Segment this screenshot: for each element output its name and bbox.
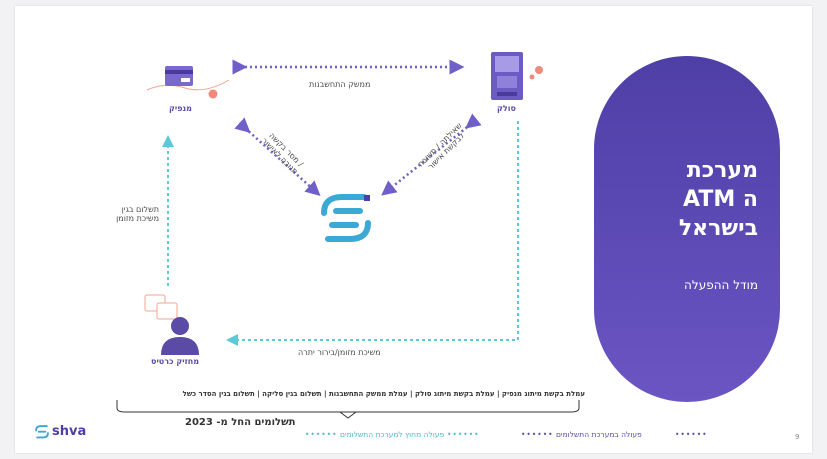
shva-small-icon: [35, 424, 49, 438]
legend-inside-mark: ••••••: [675, 430, 708, 439]
fees-row: עמלת בקשת מיתוג מנפיק | עמלת בקשת מיתוג …: [182, 390, 585, 398]
cardholder-label: מחזיק כרטיס: [151, 357, 200, 366]
shva-logo-icon: [321, 194, 371, 242]
page-number: 9: [795, 433, 800, 441]
acquirer-cardholder-label: משיכת מזומן/בירור יתרה: [298, 348, 381, 357]
fees-bracket: [116, 400, 580, 413]
legend-outside-swatch: ••••••: [305, 430, 338, 439]
shva-logo-text: shva: [52, 424, 87, 439]
legend-inside-swatch: ••••••: [521, 430, 554, 439]
title-pill: מערכת ה ATM בישראל מודל ההפעלה: [594, 56, 780, 402]
issuer-cardholder-label-line2: משיכת מזומן: [116, 214, 159, 223]
fees-bracket-tip: [339, 411, 357, 419]
legend-outside-text: פעולה מחוץ למערכת התשלומים: [339, 430, 445, 439]
page-title-line1: מערכת: [686, 158, 758, 183]
acquirer-label: סולק: [497, 104, 516, 113]
legend-inside-text: פעולה במערכת התשלומים: [555, 430, 642, 439]
arrow-issuer-shva: [234, 117, 321, 197]
legend-outside: פעולה מחוץ למערכת התשלומים ••••••: [305, 430, 444, 439]
legend-inside: פעולה במערכת התשלומים ••••••: [521, 430, 642, 439]
page-subtitle: מודל ההפעלה: [684, 278, 758, 292]
settlement-label: ממשק התחשבנות: [309, 80, 371, 89]
slide: מנפיק סולק מחזיק כרטיס ממשק התחשבנות מסר…: [15, 6, 812, 453]
shva-brand: shva: [35, 424, 86, 439]
page-title-line2: ה ATM: [683, 187, 758, 212]
legend-outside-mark: ••••••: [447, 430, 480, 439]
page-title-line3: בישראל: [678, 216, 758, 241]
diagram-arrows: [116, 59, 580, 419]
arrow-acquirer-cardholder: [226, 121, 519, 346]
card-icon: [146, 66, 230, 99]
cardholder-icon: [144, 294, 199, 355]
page-title: מערכת ה ATM בישראל: [608, 156, 758, 243]
year-label: תשלומים החל מ- 2023: [185, 417, 296, 428]
issuer-cardholder-label-line1: תשלום בגין: [121, 205, 159, 214]
issuer-label: מנפיק: [169, 104, 192, 113]
atm-icon: [491, 52, 543, 100]
issuer-cardholder-label: תשלום בגין משיכת מזומן: [103, 205, 159, 223]
